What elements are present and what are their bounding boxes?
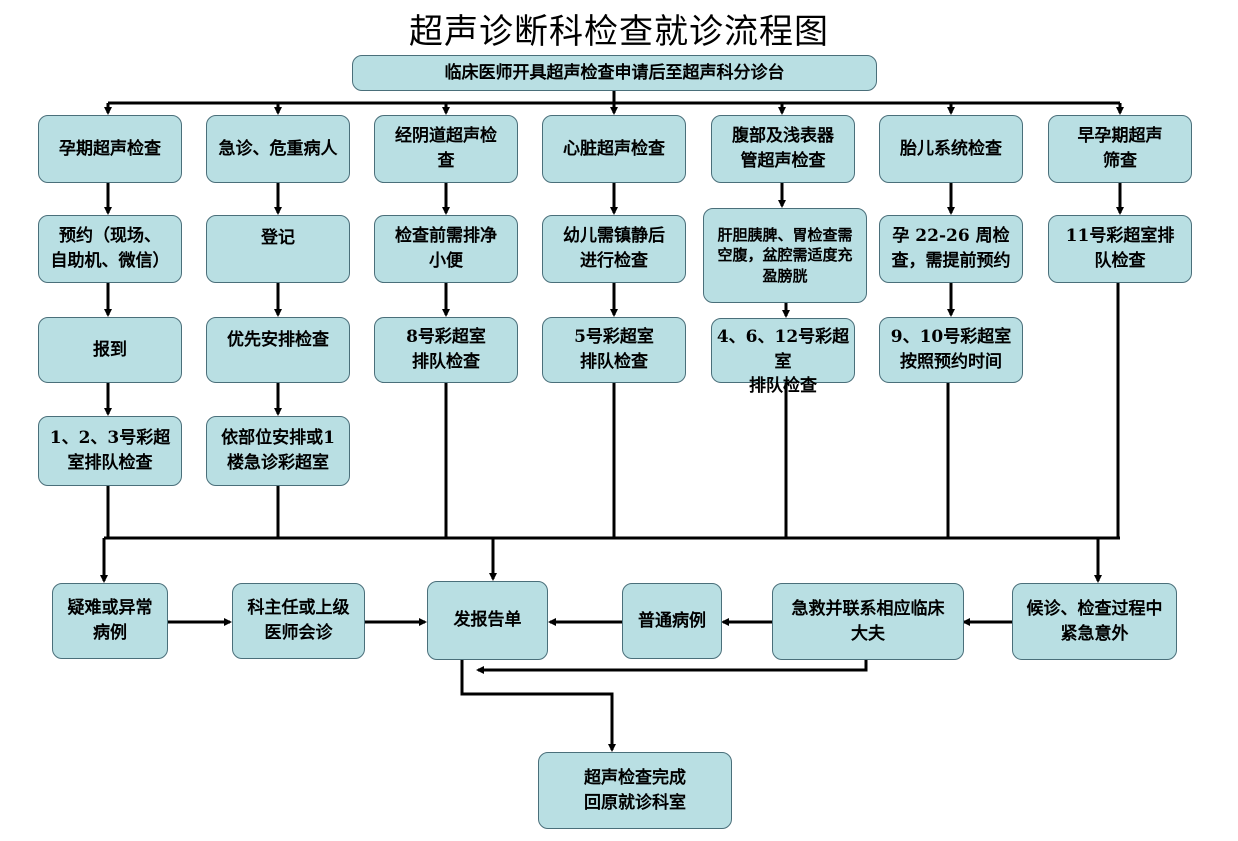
- transvaginal-exam-node: 经阴道超声检 查: [374, 115, 518, 183]
- appointment-node: 预约（现场、 自助机、微信）: [38, 215, 182, 283]
- prenatal-exam-node: 孕期超声检查: [38, 115, 182, 183]
- room-5-node: 5号彩超室 排队检查: [542, 317, 686, 383]
- rescue-node: 急救并联系相应临床 大夫: [772, 583, 964, 660]
- check-in-node: 报到: [38, 317, 182, 383]
- normal-case-node: 普通病例: [622, 583, 722, 659]
- week-22-26-node: 孕 22-26 周检 查，需提前预约: [879, 215, 1023, 283]
- emergency-accident-node: 候诊、检查过程中 紧急意外: [1012, 583, 1177, 660]
- emergency-room-node: 依部位安排或1 楼急诊彩超室: [206, 416, 350, 486]
- abdominal-exam-node: 腹部及浅表器 管超声检查: [711, 115, 855, 183]
- consultation-node: 科主任或上级 医师会诊: [232, 583, 365, 659]
- rooms-4-6-12-node: 4、6、12号彩超 室 排队检查: [711, 318, 855, 396]
- cardiac-exam-node: 心脏超声检查: [542, 115, 686, 183]
- difficult-case-node: 疑难或异常 病例: [52, 583, 168, 659]
- start-node: 临床医师开具超声检查申请后至超声科分诊台: [352, 55, 877, 91]
- exam-complete-node: 超声检查完成 回原就诊科室: [538, 752, 732, 829]
- emergency-patient-node: 急诊、危重病人: [206, 115, 350, 183]
- rooms-1-2-3-node: 1、2、3号彩超 室排队检查: [38, 416, 182, 486]
- early-pregnancy-screening-node: 早孕期超声 筛查: [1048, 115, 1192, 183]
- empty-bladder-node: 检查前需排净 小便: [374, 215, 518, 283]
- fasting-instructions-node: 肝胆胰脾、胃检查需 空腹，盆腔需适度充 盈膀胱: [703, 208, 867, 303]
- room-11-node: 11号彩超室排 队检查: [1048, 215, 1192, 283]
- fetal-system-exam-node: 胎儿系统检查: [879, 115, 1023, 183]
- rooms-9-10-node: 9、10号彩超室 按照预约时间: [879, 317, 1023, 383]
- child-sedation-node: 幼儿需镇静后 进行检查: [542, 215, 686, 283]
- report-node: 发报告单: [427, 581, 548, 660]
- room-8-node: 8号彩超室 排队检查: [374, 317, 518, 383]
- priority-exam-node: 优先安排检查: [206, 317, 350, 383]
- page-title: 超声诊断科检查就诊流程图: [409, 12, 829, 52]
- register-node: 登记: [206, 215, 350, 283]
